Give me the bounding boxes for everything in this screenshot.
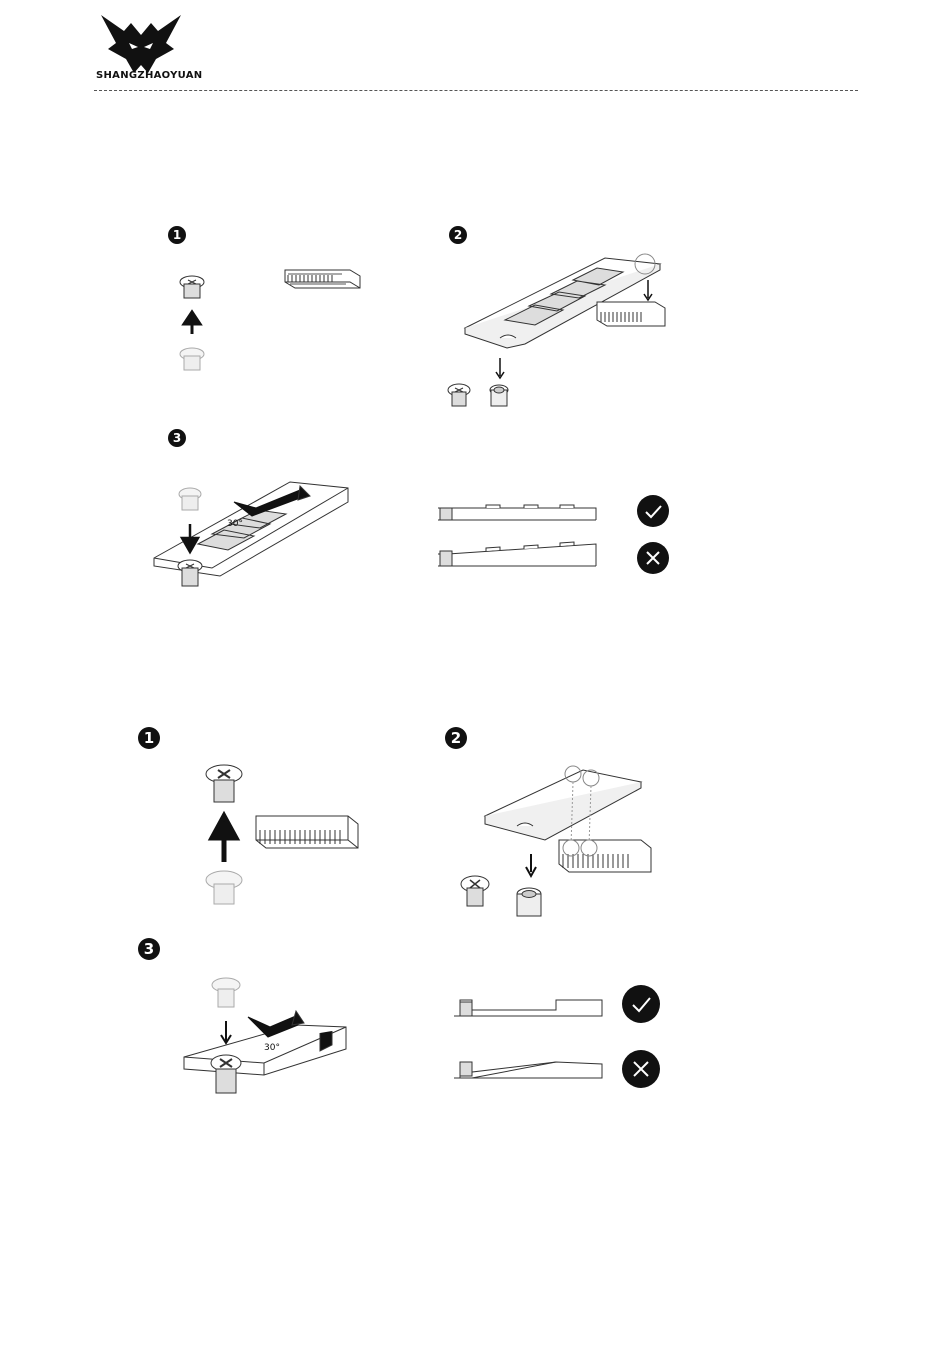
correct-seating-illustration: [452, 994, 612, 1084]
card-insertion-illustration: [445, 250, 675, 410]
header-divider: [94, 90, 858, 91]
check-icon: [622, 985, 660, 1023]
check-icon: [637, 495, 669, 527]
step-3-marker: 3: [138, 938, 160, 960]
card-fastening-illustration: [150, 480, 360, 595]
screw-removal-illustration: [200, 760, 365, 910]
card-fastening-illustration: [180, 975, 350, 1100]
insertion-angle-label: 30°: [264, 1043, 280, 1053]
step-3-marker: 3: [168, 429, 186, 447]
brand-name: SHANGZHAOYUAN: [96, 70, 191, 81]
step-1-marker: 1: [168, 226, 186, 244]
step-1-marker: 1: [138, 727, 160, 749]
card-insertion-illustration: [455, 760, 665, 925]
step-2-marker: 2: [445, 727, 467, 749]
correct-seating-illustration: [436, 496, 606, 571]
insertion-angle-label: 30°: [227, 519, 243, 529]
cross-icon: [622, 1050, 660, 1088]
screw-removal-illustration: [170, 260, 370, 380]
cross-icon: [637, 542, 669, 574]
step-2-marker: 2: [449, 226, 467, 244]
